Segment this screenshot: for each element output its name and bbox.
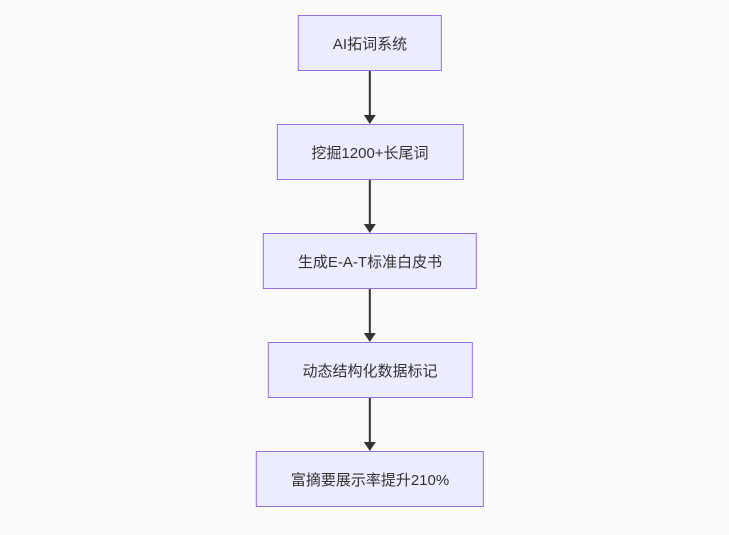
flow-node-structured-data: 动态结构化数据标记 xyxy=(267,342,473,398)
flow-node-ai-word-system: AI拓词系统 xyxy=(297,15,443,71)
arrowhead-down-icon xyxy=(364,115,376,124)
arrowhead-down-icon xyxy=(364,224,376,233)
flow-node-label: 富摘要展示率提升210% xyxy=(290,471,450,489)
flow-edge-3 xyxy=(364,289,376,342)
edge-line xyxy=(369,289,371,333)
flow-node-label: 生成E-A-T标准白皮书 xyxy=(297,253,443,271)
flow-node-rich-snippet-result: 富摘要展示率提升210% xyxy=(255,451,485,507)
flow-node-label: 动态结构化数据标记 xyxy=(302,362,438,380)
arrowhead-down-icon xyxy=(364,442,376,451)
flow-node-eat-whitepaper: 生成E-A-T标准白皮书 xyxy=(262,233,478,289)
flow-edge-1 xyxy=(364,71,376,124)
flowchart: AI拓词系统 挖掘1200+长尾词 生成E-A-T标准白皮书 动态结构化数据标记… xyxy=(255,15,485,507)
edge-line xyxy=(369,71,371,115)
flow-node-label: AI拓词系统 xyxy=(332,35,408,53)
flow-edge-4 xyxy=(364,398,376,451)
arrowhead-down-icon xyxy=(364,333,376,342)
flow-edge-2 xyxy=(364,180,376,233)
edge-line xyxy=(369,398,371,442)
flow-node-label: 挖掘1200+长尾词 xyxy=(311,144,429,162)
flow-node-longtail-mining: 挖掘1200+长尾词 xyxy=(276,124,464,180)
edge-line xyxy=(369,180,371,224)
